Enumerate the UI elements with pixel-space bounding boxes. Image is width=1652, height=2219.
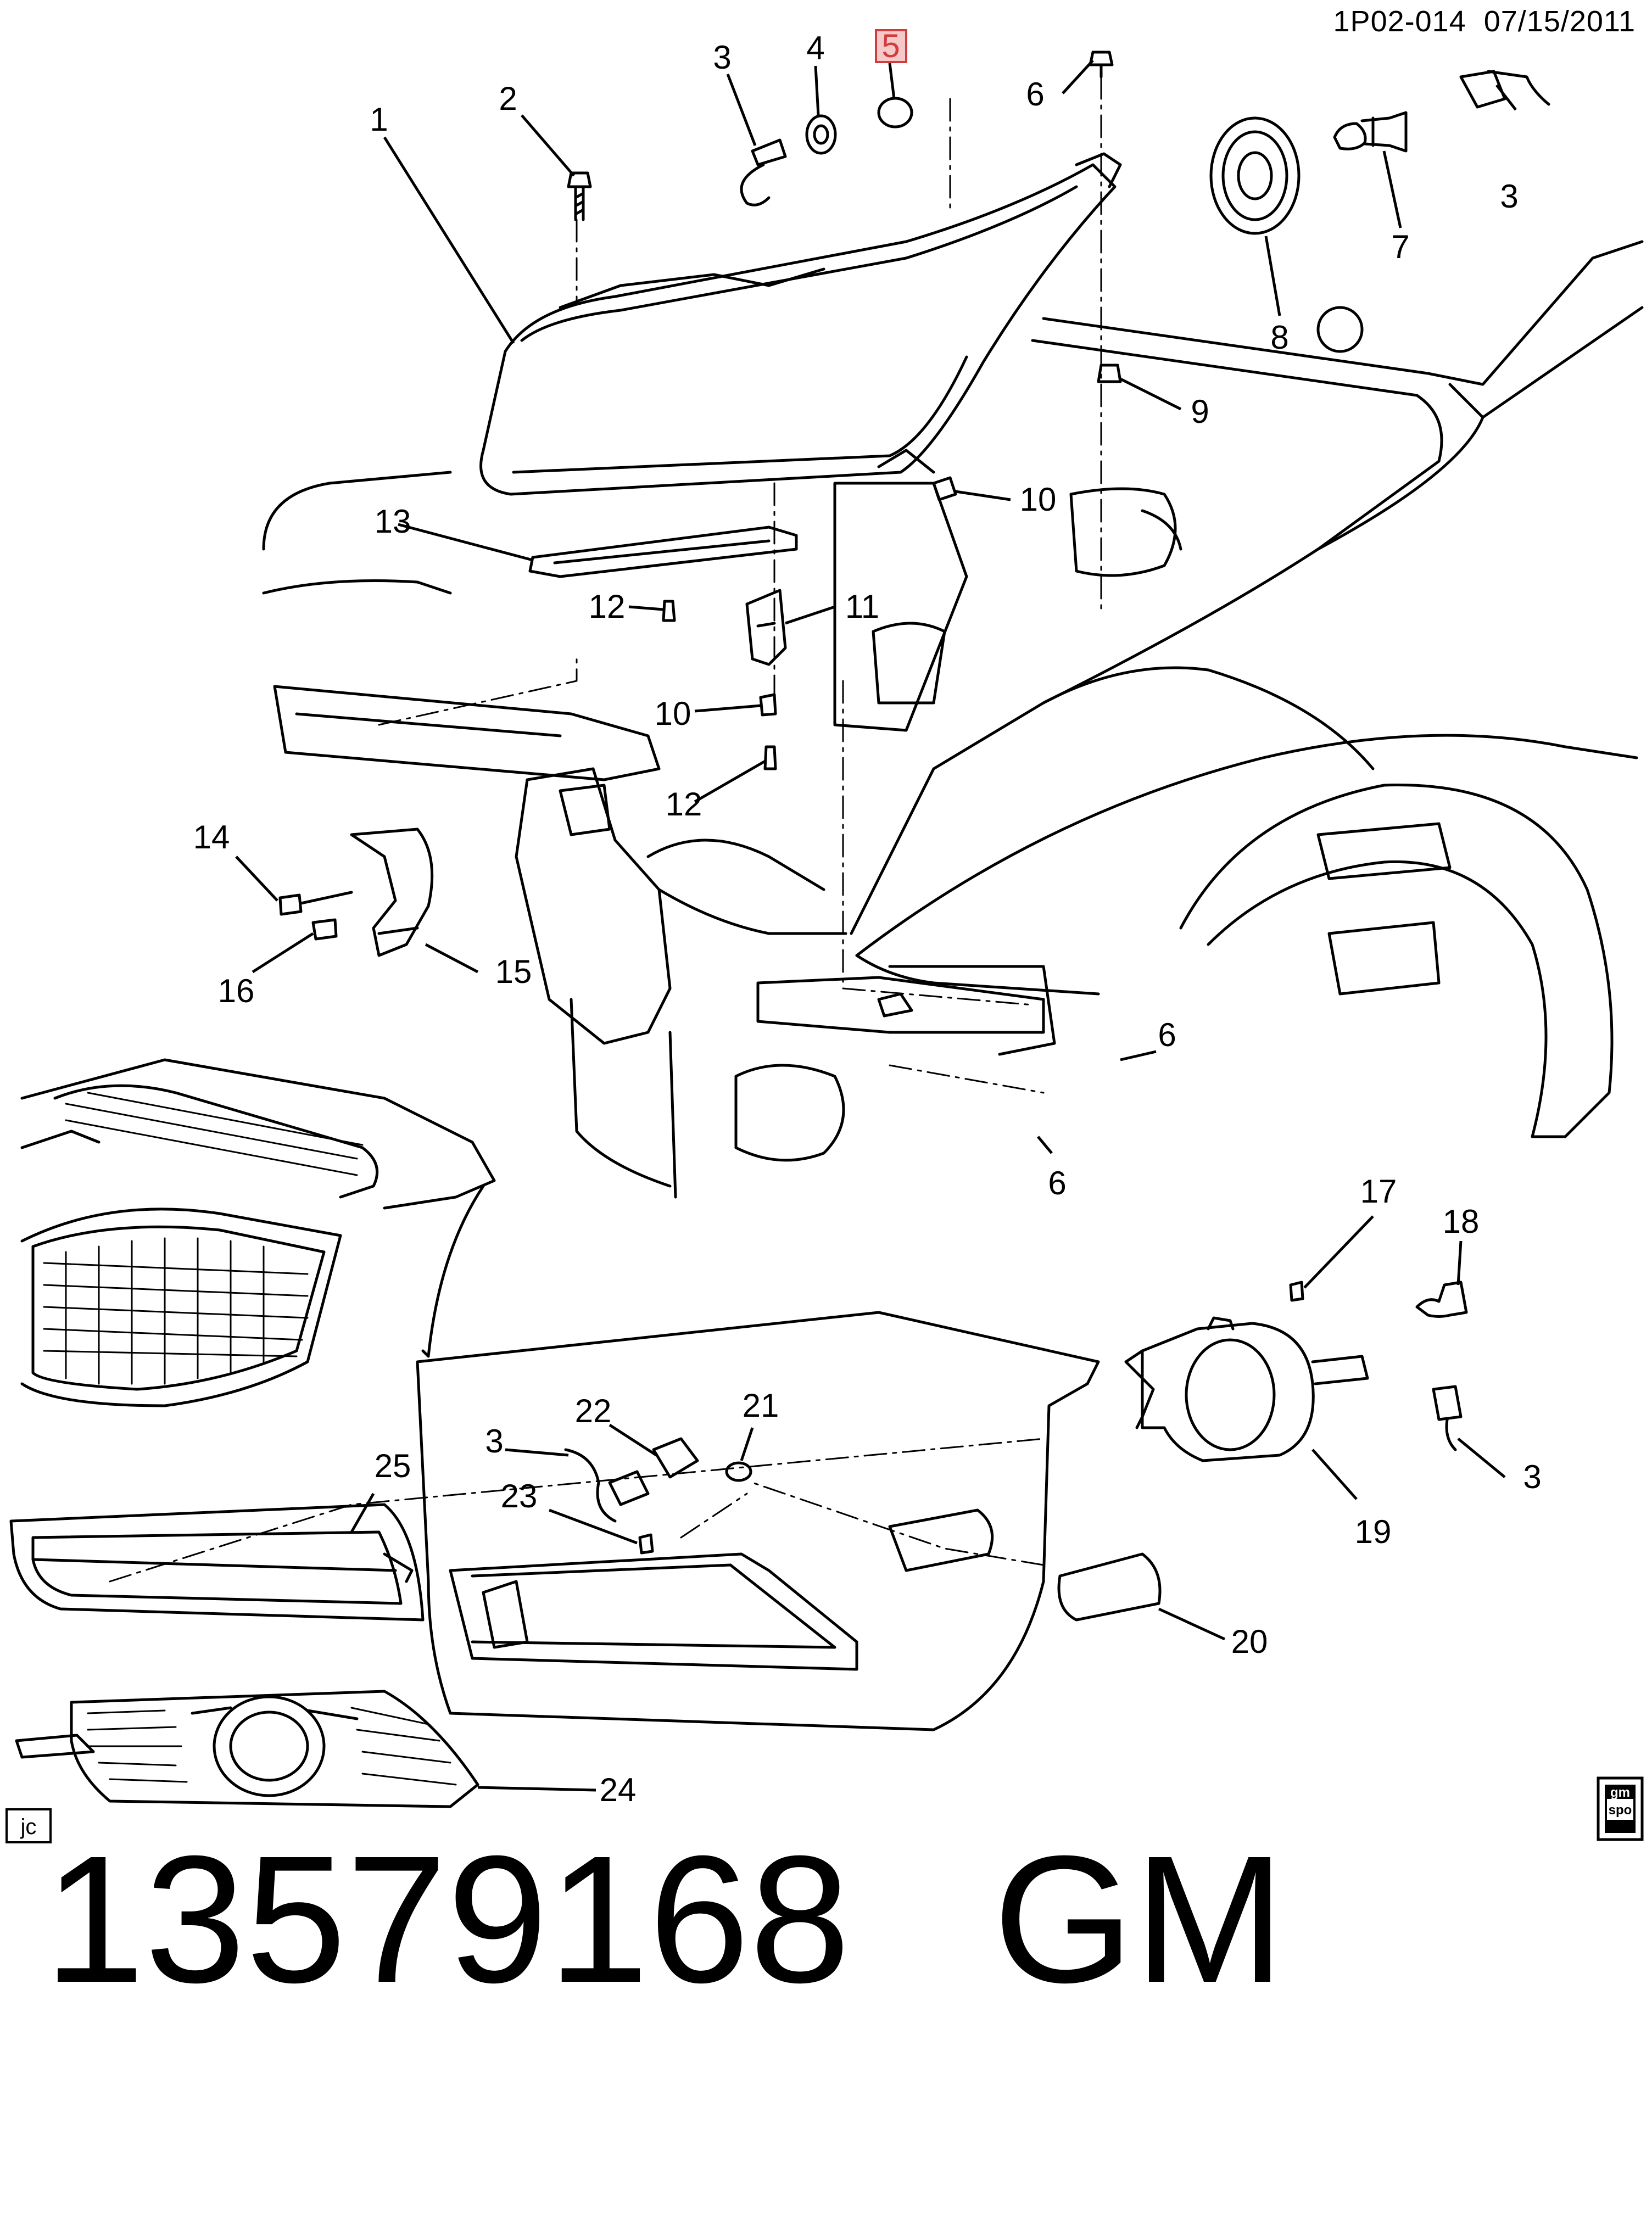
clip-9 xyxy=(1097,364,1122,383)
callout-15: 15 xyxy=(495,953,532,990)
reflector-20 xyxy=(1057,1552,1162,1622)
retainer-clip-3 xyxy=(740,138,787,206)
bezel-25 xyxy=(9,1503,425,1622)
callout-22: 22 xyxy=(575,1393,612,1429)
connector-3-fog xyxy=(1432,1385,1463,1451)
callout-3: 3 xyxy=(713,39,731,76)
callout-6: 6 xyxy=(1048,1165,1066,1201)
honeycomb-mesh xyxy=(87,1707,457,1786)
reference-lines xyxy=(109,76,1102,1583)
bulb-18 xyxy=(1415,1281,1468,1318)
nut-16 xyxy=(311,918,338,941)
front-bumper xyxy=(416,1184,1100,1731)
lower-bracket-13 xyxy=(528,526,798,578)
bulb-21 xyxy=(725,1461,752,1482)
callout-6: 6 xyxy=(1026,76,1044,113)
callout-10: 10 xyxy=(655,695,691,732)
callout-19: 19 xyxy=(1355,1513,1392,1550)
callout-17: 17 xyxy=(1360,1173,1397,1210)
callout-6: 6 xyxy=(1158,1016,1176,1053)
callout-23: 23 xyxy=(501,1478,538,1514)
callout-25: 25 xyxy=(375,1447,411,1484)
cap-5 xyxy=(877,97,913,128)
jc-tag-text: jc xyxy=(20,1815,37,1839)
callout-10: 10 xyxy=(1020,481,1057,518)
bracket-11 xyxy=(745,589,787,666)
callout-13: 13 xyxy=(375,503,411,540)
headlamp-assembly xyxy=(479,152,1122,496)
socket-22 xyxy=(608,1437,699,1506)
side-bracket-15 xyxy=(350,828,434,957)
fog-bezel-24 xyxy=(15,1690,479,1808)
callout-18: 18 xyxy=(1443,1203,1480,1240)
seal-4 xyxy=(805,114,837,155)
diagram-date: 07/15/2011 xyxy=(1483,5,1636,38)
body-structure xyxy=(833,240,1644,935)
part-number: 13579168 xyxy=(44,1818,851,2020)
callout-9: 9 xyxy=(1191,393,1209,430)
screw-17 xyxy=(1289,1281,1304,1302)
jc-tag: jc xyxy=(5,1808,52,1843)
connector-3-top xyxy=(1459,70,1550,109)
callout-7: 7 xyxy=(1391,228,1409,265)
fender xyxy=(855,734,1638,1138)
screw-6-top xyxy=(1089,51,1114,79)
callout-24: 24 xyxy=(600,1771,637,1808)
callout-2: 2 xyxy=(499,80,517,117)
callout-16: 16 xyxy=(218,972,255,1009)
bulb-7 xyxy=(1333,111,1408,153)
callout-3: 3 xyxy=(485,1423,503,1460)
gm-logo-text: gm xyxy=(1610,1785,1630,1800)
gm-spo-logo: gm spo xyxy=(1597,1776,1644,1841)
brand-name: GM xyxy=(993,1818,1285,2020)
fog-lamp-19 xyxy=(1124,1316,1369,1462)
callout-12: 12 xyxy=(666,786,702,823)
harness-3-lower xyxy=(564,1448,617,1523)
callout-4: 4 xyxy=(806,30,824,66)
leader-lines xyxy=(235,59,1517,1792)
callout-20: 20 xyxy=(1231,1623,1268,1660)
callout-8: 8 xyxy=(1270,319,1288,356)
cover-seal-8 xyxy=(1209,116,1301,235)
callout-3: 3 xyxy=(1523,1458,1541,1495)
exploded-view-drawing: 1 2 3 4 5 6 3 7 8 9 10 13 11 12 10 12 14… xyxy=(5,27,1644,1843)
radiator-support xyxy=(262,471,1056,1199)
diagram-code: 1P02-014 xyxy=(1333,5,1466,38)
diagram-header: 1P02-014 07/15/2011 xyxy=(1333,4,1636,38)
callout-1: 1 xyxy=(370,101,388,138)
callout-14: 14 xyxy=(193,819,230,856)
callout-5-highlight xyxy=(875,29,907,63)
spo-logo-text: spo xyxy=(1609,1803,1632,1818)
callout-12: 12 xyxy=(589,588,626,625)
grille-mesh xyxy=(43,1092,364,1385)
callout-5: 5 xyxy=(881,27,900,64)
grille xyxy=(20,1058,496,1407)
bolt-14 xyxy=(278,891,353,916)
callout-21: 21 xyxy=(743,1387,779,1424)
callout-11: 11 xyxy=(845,588,879,625)
callout-labels: 1 2 3 4 5 6 3 7 8 9 10 13 11 12 10 12 14… xyxy=(193,27,1542,1808)
screw-23 xyxy=(638,1533,654,1555)
bolt-2 xyxy=(567,171,592,221)
callout-3: 3 xyxy=(1500,178,1518,215)
